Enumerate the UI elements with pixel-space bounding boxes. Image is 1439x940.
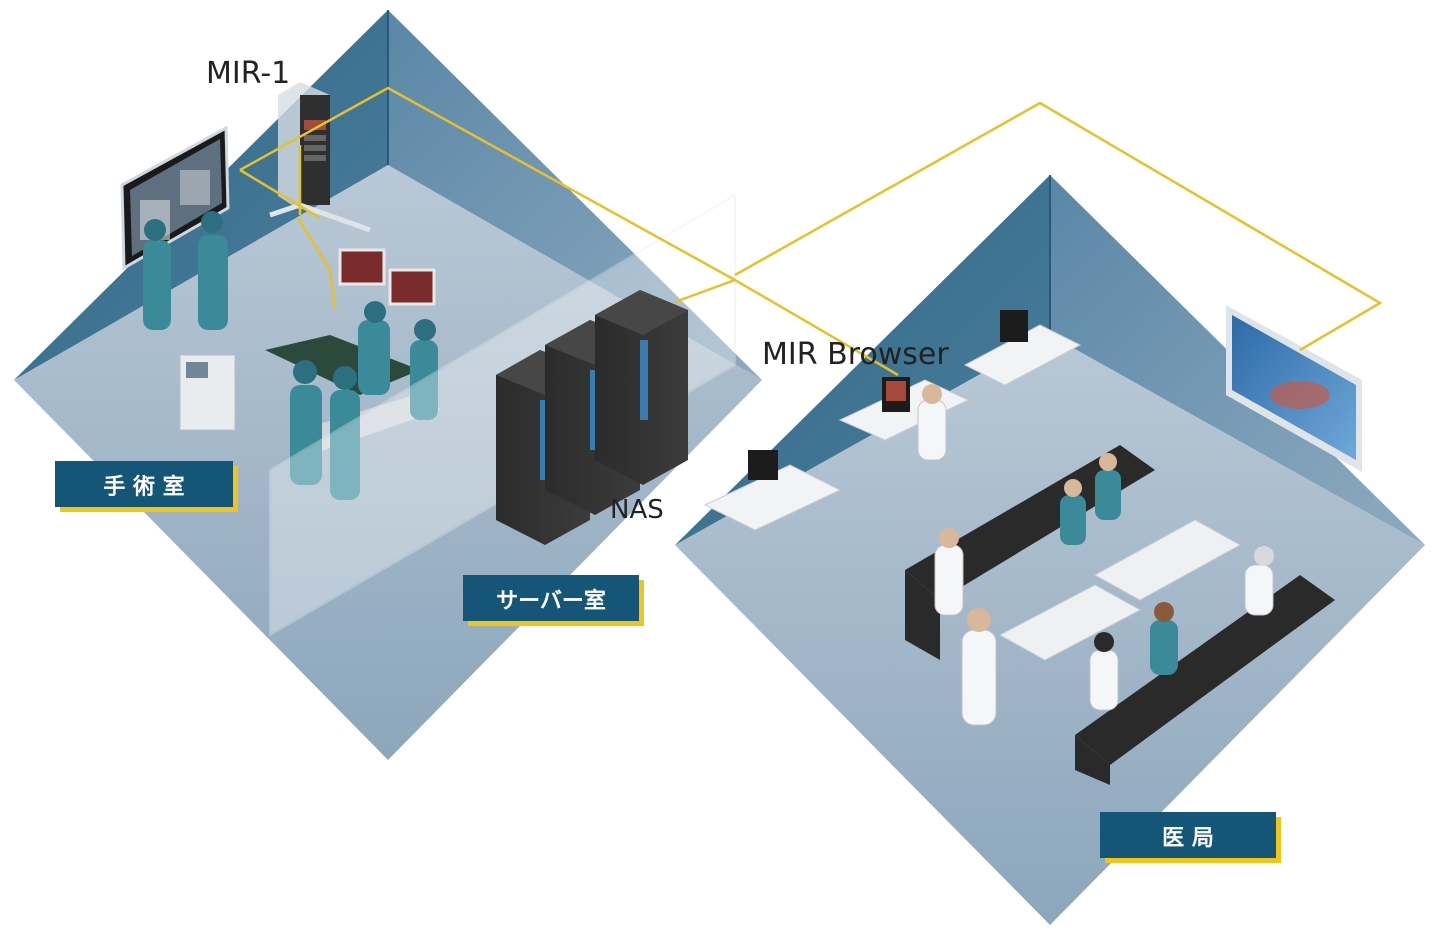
lounge-people (934, 453, 1274, 726)
wall-display (1226, 305, 1362, 472)
anesthesia-machine (179, 354, 236, 431)
lounge-tables (998, 519, 1242, 661)
server-rack (595, 290, 688, 485)
mir1-rack (278, 82, 330, 210)
medical-office-badge-label: 医 局 (1162, 826, 1214, 851)
doctor-at-desk (917, 384, 947, 461)
medical-office (675, 175, 1425, 925)
sofas (905, 445, 1335, 785)
nas-label: NAS (610, 495, 664, 525)
server-room-badge: サーバー室 (463, 575, 644, 626)
network-line (734, 101, 1383, 352)
operating-room-back-wall-right (388, 10, 762, 380)
network-line (674, 278, 899, 377)
nas-servers (496, 290, 688, 545)
network-line (239, 86, 736, 282)
operating-room-badge: 手 術 室 (55, 461, 238, 512)
network-line (239, 168, 321, 220)
mir1-label: MIR-1 (206, 56, 290, 91)
mir-browser-label: MIR Browser (762, 337, 949, 372)
surgery-monitors (269, 202, 436, 306)
operating-room-badge-label: 手 術 室 (103, 474, 184, 500)
network-lines (239, 86, 1383, 377)
medical-office-badge: 医 局 (1100, 812, 1281, 863)
server-room-badge-label: サーバー室 (496, 588, 606, 614)
network-line (296, 217, 337, 311)
surgical-staff (143, 211, 438, 500)
